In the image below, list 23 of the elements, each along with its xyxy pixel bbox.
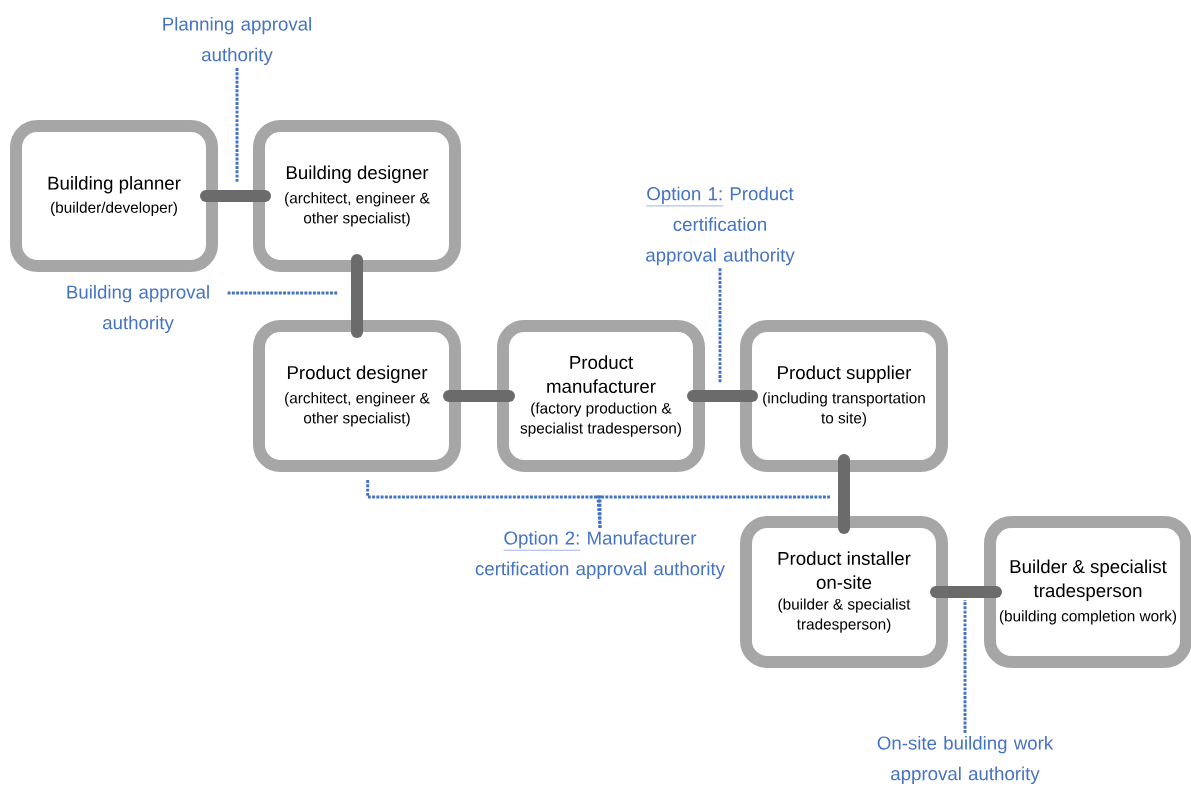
connector-bar (930, 586, 1002, 598)
process-box: Product manufacturer (factory production & specialist tradesperson) (497, 320, 705, 472)
process-box: Product installer on-site (builder & specialist tradesperson) (740, 516, 948, 668)
authority-label: Building approval authority (67, 284, 209, 333)
process-box: Product supplier (including transportation to site) (740, 320, 948, 472)
authority-label: Option 2: Manufacturer certification approval authority (475, 530, 725, 579)
leader-line (963, 600, 967, 734)
connector-bar (443, 390, 515, 402)
process-box: Building designer (architect, engineer & other specialist) (253, 120, 461, 272)
process-box: Product designer (architect, engineer & other specialist) (253, 320, 461, 472)
leader-line (596, 495, 830, 529)
leader-line (235, 67, 239, 182)
authority-label: Planning approval authority (163, 16, 311, 65)
leader-line (227, 291, 338, 295)
leader-line (718, 268, 722, 383)
process-box: Builder & specialist tradesperson (building completion work) (984, 516, 1191, 668)
connector-bar (838, 454, 850, 534)
connector-bar (200, 190, 271, 202)
authority-label: Option 1: Product certification approval authority (646, 186, 795, 266)
connector-bar (687, 390, 758, 402)
process-box: Building planner (builder/developer) (10, 120, 218, 272)
connector-bar (351, 254, 363, 338)
authority-label: On-site building work approval authority (877, 735, 1054, 784)
